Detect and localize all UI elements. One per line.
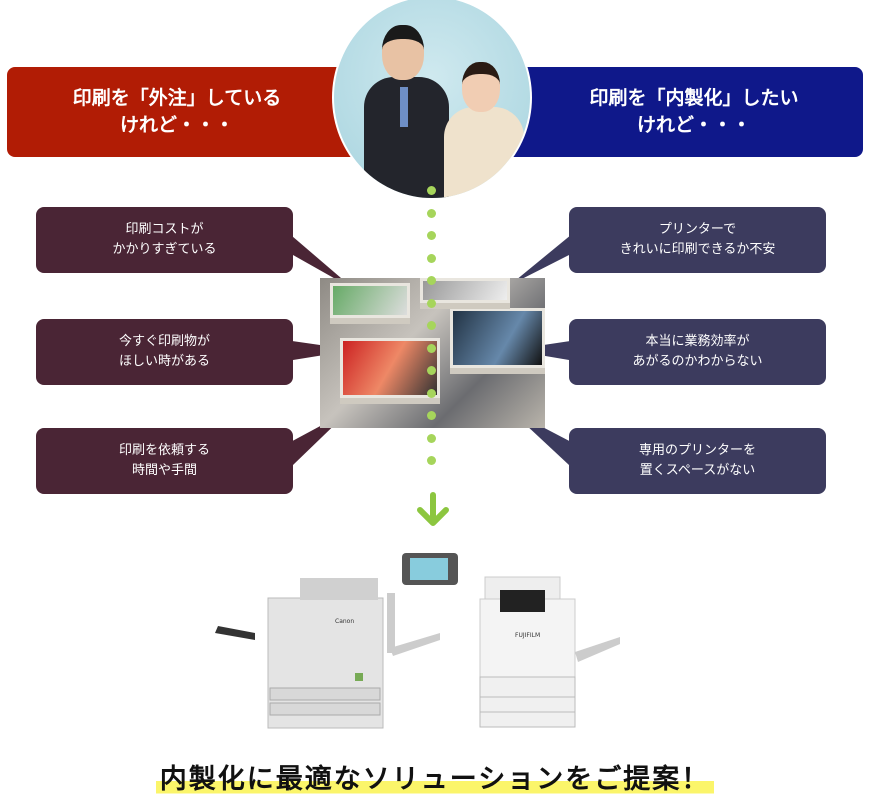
- conclusion-banner: 内製化に最適なソリューションをご提案！: [0, 757, 870, 796]
- concern-cost: 印刷コストが かかりすぎている: [36, 207, 293, 273]
- concern-space: 専用のプリンターを 置くスペースがない: [569, 428, 826, 494]
- flow-dots: [427, 186, 436, 479]
- concern-efficiency: 本当に業務効率が あがるのかわからない: [569, 319, 826, 385]
- concern-effort: 印刷を依頼する 時間や手間: [36, 428, 293, 494]
- conclusion-text: 内製化に最適なソリューションをご提案！: [155, 764, 715, 795]
- fujifilm-printer-image: FUJIFILM: [479, 576, 620, 728]
- down-arrow-icon: [417, 492, 449, 526]
- concern-urgent: 今すぐ印刷物が ほしい時がある: [36, 319, 293, 385]
- canon-printer-image: Canon: [215, 553, 458, 729]
- concern-quality: プリンターで きれいに印刷できるか不安: [569, 207, 826, 273]
- canon-brand-label: Canon: [335, 618, 354, 625]
- fujifilm-brand-label: FUJIFILM: [515, 632, 540, 639]
- worried-people-photo: [332, 0, 532, 200]
